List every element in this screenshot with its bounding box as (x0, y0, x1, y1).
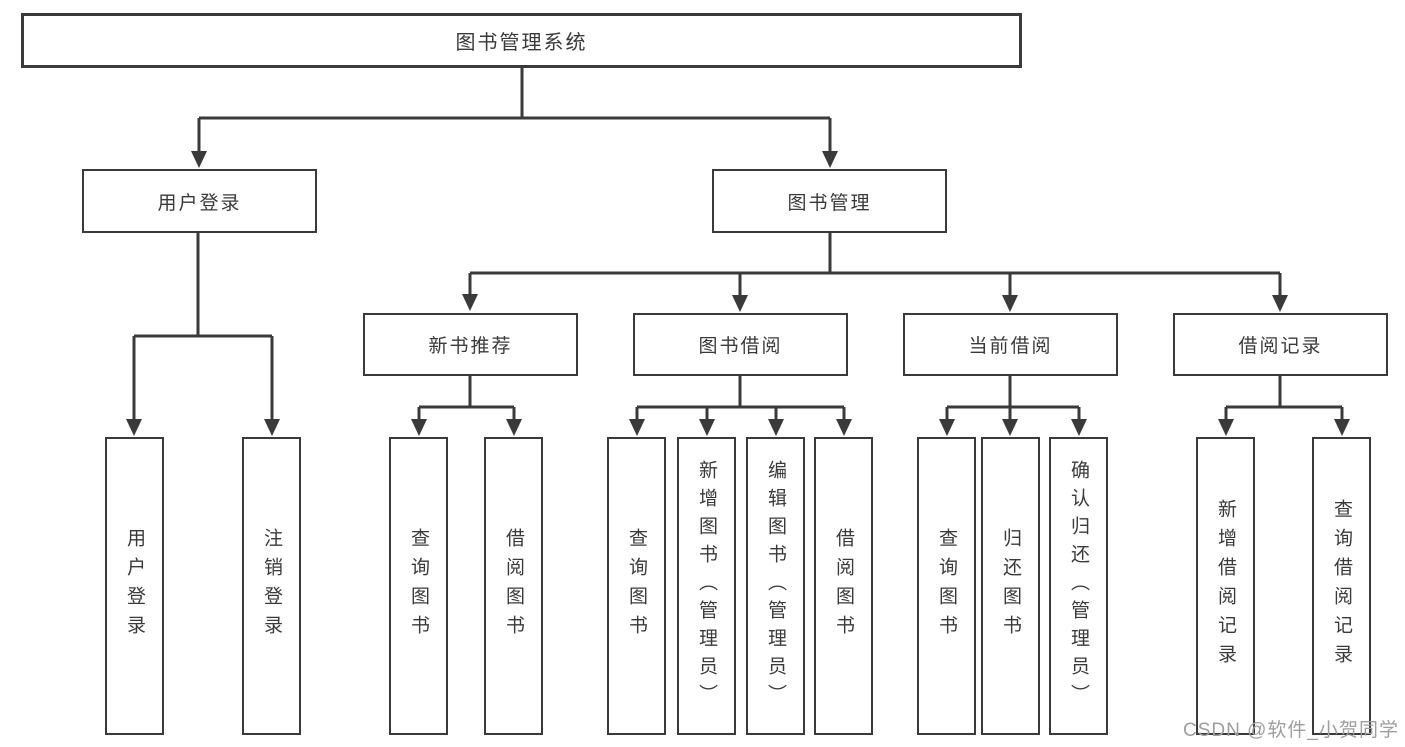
leaf-logout: 注销登录 (242, 437, 301, 735)
leaf-query-borrow-record: 查询借阅记录 (1312, 437, 1371, 735)
node-current-borrow-label: 当前借阅 (968, 336, 1053, 357)
leaf-current-query-books: 查询图书 (917, 437, 976, 735)
node-book-borrow: 图书借阅 (633, 313, 848, 376)
leaf-borrow-books: 借阅图书 (814, 437, 873, 735)
node-new-book-recommend-label: 新书推荐 (428, 336, 513, 357)
leaf-edit-books-admin: 编辑图书（管理员） (746, 437, 805, 735)
node-borrow-records: 借阅记录 (1173, 313, 1388, 376)
node-borrow-records-label: 借阅记录 (1238, 336, 1323, 357)
leaf-recommend-query-books: 查询图书 (389, 437, 448, 735)
leaf-add-borrow-record-label: 新增借阅记录 (1215, 499, 1236, 673)
csdn-watermark: CSDN @软件_小贺同学 (1183, 720, 1399, 741)
node-root: 图书管理系统 (21, 13, 1022, 68)
leaf-user-login-label: 用户登录 (124, 528, 145, 644)
node-book-borrow-label: 图书借阅 (698, 336, 783, 357)
leaf-confirm-return-admin: 确认归还（管理员） (1049, 437, 1108, 735)
leaf-query-borrow-record-label: 查询借阅记录 (1331, 499, 1352, 673)
node-new-book-recommend: 新书推荐 (363, 313, 578, 376)
leaf-add-books-admin: 新增图书（管理员） (677, 437, 736, 735)
node-book-management-label: 图书管理 (787, 192, 872, 214)
node-user-login: 用户登录 (82, 169, 317, 233)
leaf-edit-books-admin-label: 编辑图书（管理员） (765, 460, 786, 712)
leaf-current-query-books-label: 查询图书 (936, 528, 957, 644)
leaf-user-login: 用户登录 (105, 437, 164, 735)
leaf-add-borrow-record: 新增借阅记录 (1196, 437, 1255, 735)
leaf-return-books: 归还图书 (981, 437, 1040, 735)
node-book-management: 图书管理 (712, 169, 947, 233)
leaf-confirm-return-admin-label: 确认归还（管理员） (1068, 460, 1089, 712)
node-root-label: 图书管理系统 (455, 32, 588, 54)
node-current-borrow: 当前借阅 (903, 313, 1118, 376)
leaf-return-books-label: 归还图书 (1000, 528, 1021, 644)
leaf-recommend-query-books-label: 查询图书 (408, 528, 429, 644)
node-user-login-label: 用户登录 (157, 192, 242, 214)
leaf-borrow-query-books-label: 查询图书 (626, 528, 647, 644)
leaf-borrow-books-label: 借阅图书 (833, 528, 854, 644)
leaf-recommend-borrow-books-label: 借阅图书 (503, 528, 524, 644)
leaf-borrow-query-books: 查询图书 (607, 437, 666, 735)
leaf-logout-label: 注销登录 (261, 528, 282, 644)
leaf-add-books-admin-label: 新增图书（管理员） (696, 460, 717, 712)
leaf-recommend-borrow-books: 借阅图书 (484, 437, 543, 735)
